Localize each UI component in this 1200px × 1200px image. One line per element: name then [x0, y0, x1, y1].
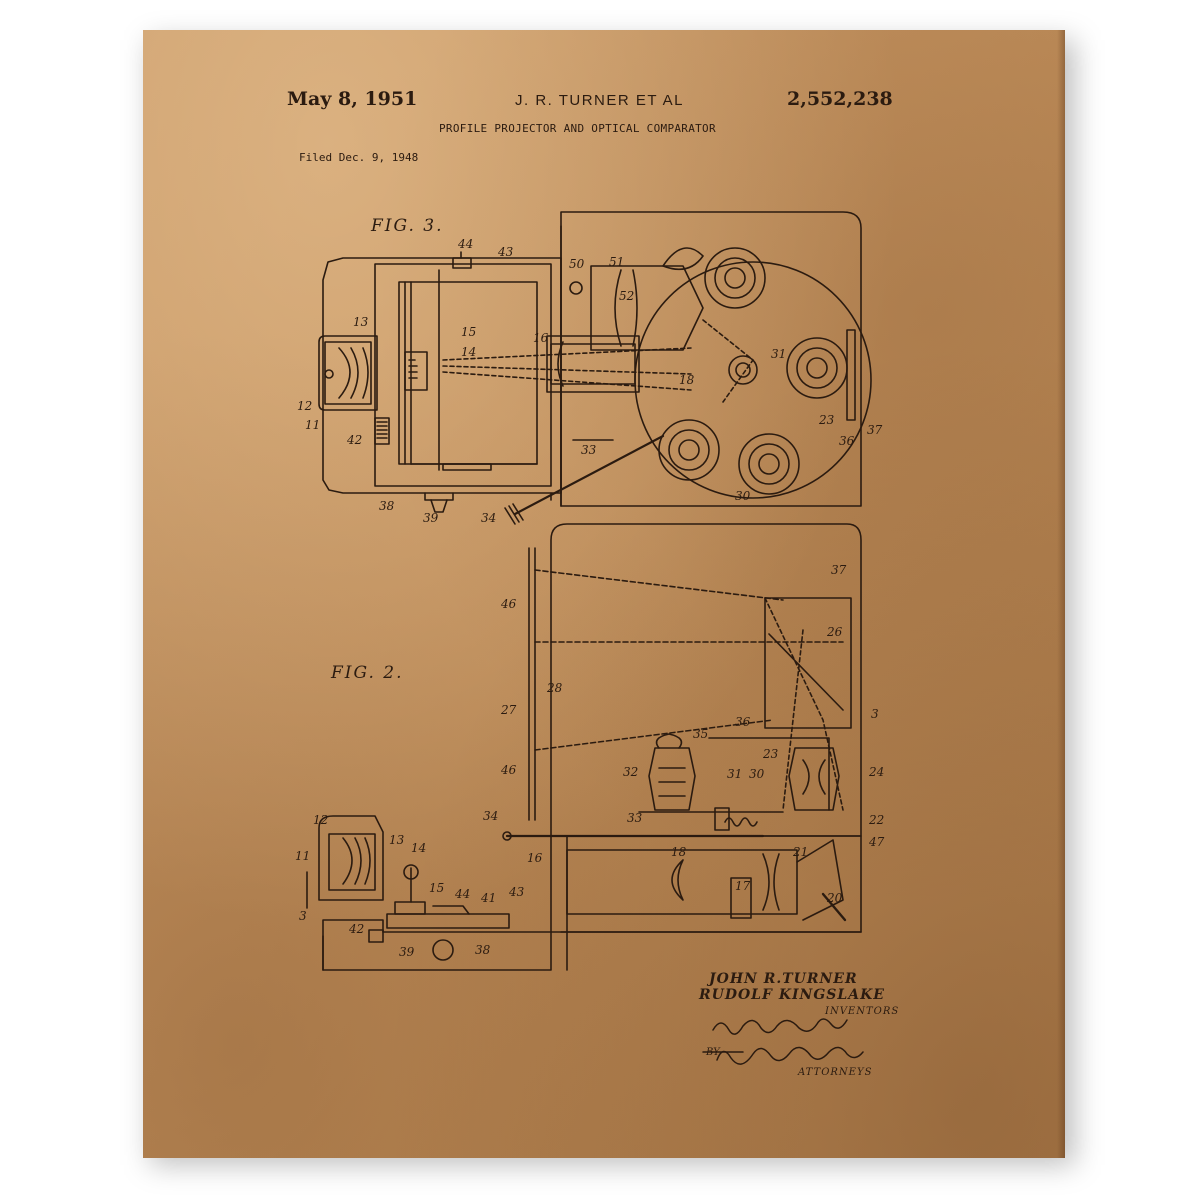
svg-text:15: 15: [429, 881, 444, 895]
svg-text:12: 12: [297, 399, 312, 413]
svg-text:37: 37: [831, 563, 847, 577]
patent-print-sheet: May 8, 1951 J. R. TURNER ET AL 2,552,238…: [143, 30, 1065, 1158]
filed-date: Filed Dec. 9, 1948: [299, 151, 419, 164]
svg-text:43: 43: [497, 245, 514, 259]
svg-text:11: 11: [295, 849, 310, 863]
svg-text:34: 34: [483, 809, 498, 823]
svg-text:31: 31: [771, 347, 786, 361]
svg-text:47: 47: [868, 835, 885, 849]
svg-text:38: 38: [379, 499, 395, 513]
svg-text:36: 36: [735, 715, 751, 729]
reference-numerals: 44 43 50 51 52 13 15 14 16 31 18 12 11 2…: [295, 237, 885, 959]
patent-number: 2,552,238: [787, 88, 893, 110]
svg-text:17: 17: [735, 879, 751, 893]
svg-text:26: 26: [826, 625, 843, 639]
svg-text:34: 34: [481, 511, 496, 525]
svg-text:12: 12: [313, 813, 328, 827]
figure-3-label: FIG. 3.: [371, 216, 444, 236]
patent-author: J. R. TURNER ET AL: [515, 92, 684, 109]
svg-text:14: 14: [461, 345, 476, 359]
svg-text:44: 44: [454, 887, 470, 901]
patent-date: May 8, 1951: [287, 88, 418, 110]
figure-3-drawing: [318, 211, 872, 525]
svg-text:31: 31: [727, 767, 742, 781]
svg-text:18: 18: [671, 845, 687, 859]
svg-text:16: 16: [533, 331, 549, 345]
svg-text:23: 23: [762, 747, 779, 761]
svg-text:52: 52: [619, 289, 634, 303]
svg-text:39: 39: [399, 945, 415, 959]
svg-text:43: 43: [508, 885, 525, 899]
attorneys-label: ATTORNEYS: [798, 1067, 873, 1078]
svg-text:46: 46: [500, 763, 517, 777]
svg-text:30: 30: [749, 767, 765, 781]
by-label: BY: [706, 1047, 720, 1058]
svg-text:33: 33: [627, 811, 643, 825]
inventors-label: INVENTORS: [825, 1006, 900, 1017]
svg-text:18: 18: [679, 373, 695, 387]
svg-text:21: 21: [792, 845, 808, 859]
inventor-name-2: RUDOLF KINGSLAKE: [699, 987, 885, 1003]
svg-text:24: 24: [868, 765, 884, 779]
svg-text:35: 35: [693, 727, 708, 741]
svg-text:30: 30: [735, 489, 751, 503]
svg-text:28: 28: [546, 681, 563, 695]
svg-text:41: 41: [480, 891, 496, 905]
signature-strokes: [702, 1018, 864, 1065]
inventor-name-1: JOHN R.TURNER: [709, 971, 858, 987]
svg-text:27: 27: [500, 703, 517, 717]
svg-text:11: 11: [305, 418, 320, 432]
svg-text:39: 39: [423, 511, 439, 525]
svg-text:23: 23: [818, 413, 835, 427]
patent-title: PROFILE PROJECTOR AND OPTICAL COMPARATOR: [439, 122, 716, 135]
svg-text:44: 44: [457, 237, 473, 251]
svg-text:50: 50: [569, 257, 585, 271]
svg-text:20: 20: [826, 891, 843, 905]
svg-text:38: 38: [475, 943, 491, 957]
svg-text:36: 36: [839, 434, 855, 448]
svg-text:22: 22: [868, 813, 884, 827]
svg-text:15: 15: [461, 325, 476, 339]
svg-text:51: 51: [609, 255, 624, 269]
svg-text:33: 33: [581, 443, 597, 457]
svg-text:13: 13: [353, 315, 369, 329]
svg-text:3: 3: [299, 909, 307, 923]
figure-2-drawing: [306, 523, 862, 971]
svg-text:32: 32: [623, 765, 638, 779]
svg-text:13: 13: [389, 833, 405, 847]
svg-text:46: 46: [500, 597, 517, 611]
svg-text:42: 42: [346, 433, 362, 447]
svg-text:3: 3: [871, 707, 879, 721]
figure-2-label: FIG. 2.: [331, 663, 404, 683]
svg-text:42: 42: [348, 922, 364, 936]
patent-drawing: 44 43 50 51 52 13 15 14 16 31 18 12 11 2…: [295, 211, 885, 1065]
svg-text:37: 37: [867, 423, 883, 437]
svg-text:14: 14: [411, 841, 426, 855]
svg-text:16: 16: [527, 851, 543, 865]
canvas-edge: [1057, 30, 1065, 1158]
